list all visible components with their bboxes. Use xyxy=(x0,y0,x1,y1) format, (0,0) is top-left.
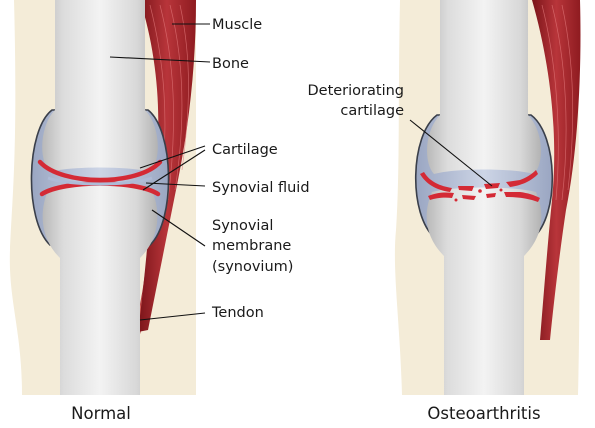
label-synovial-membrane-line2: membrane xyxy=(212,238,291,254)
captions: Normal Osteoarthritis xyxy=(71,404,540,423)
caption-osteoarthritis: Osteoarthritis xyxy=(427,404,540,423)
osteoarthritis-joint xyxy=(395,0,581,395)
label-synovial-fluid: Synovial fluid xyxy=(212,180,310,196)
label-synovial-membrane-line1: Synovial xyxy=(212,218,273,234)
label-synovial-membrane-line3: (synovium) xyxy=(212,259,293,275)
caption-normal: Normal xyxy=(71,404,131,423)
normal-femur xyxy=(42,0,158,172)
label-deteriorating-line2: cartilage xyxy=(340,103,404,119)
label-cartilage: Cartilage xyxy=(212,142,278,158)
labels: Muscle Bone Cartilage Synovial fluid Syn… xyxy=(211,17,404,321)
normal-joint xyxy=(10,0,196,395)
label-deteriorating-line1: Deteriorating xyxy=(307,83,404,99)
label-tendon: Tendon xyxy=(211,305,264,321)
label-muscle: Muscle xyxy=(212,17,262,33)
label-bone: Bone xyxy=(212,56,249,72)
